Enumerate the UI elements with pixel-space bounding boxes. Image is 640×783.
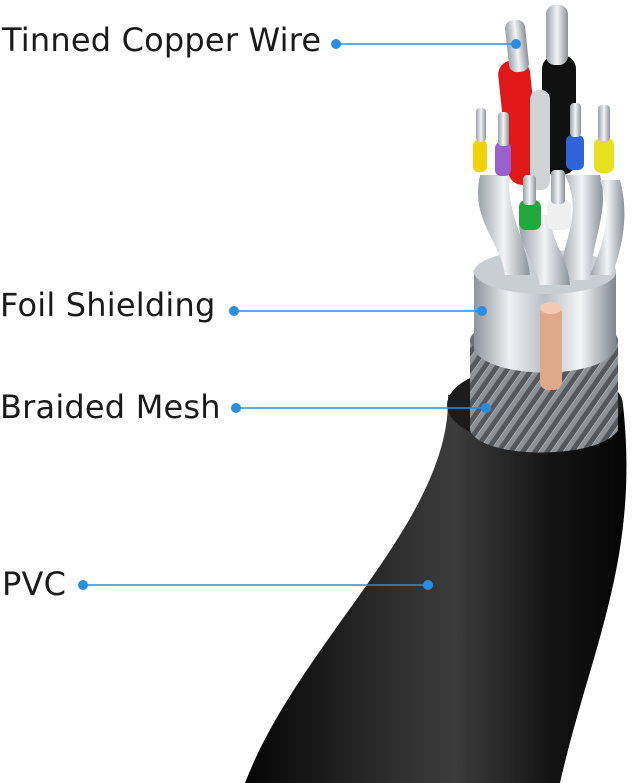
callout-foil (229, 306, 487, 316)
power-wires (498, 5, 576, 190)
signal-wires (473, 103, 614, 230)
callout-braided (231, 403, 491, 413)
label-tinned-copper-wire: Tinned Copper Wire (2, 21, 322, 59)
label-pvc: PVC (2, 565, 67, 603)
label-foil-shielding: Foil Shielding (0, 286, 216, 324)
foil-wrapped-pairs (477, 175, 625, 285)
callout-pvc (78, 580, 433, 590)
label-braided-mesh: Braided Mesh (0, 388, 221, 426)
callout-tinned (331, 39, 521, 49)
